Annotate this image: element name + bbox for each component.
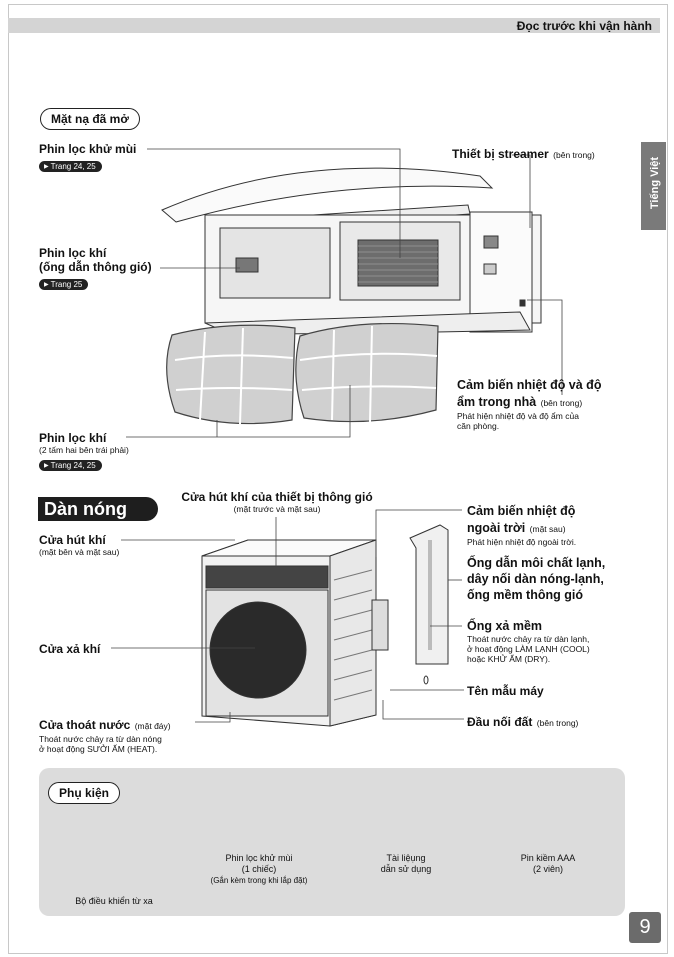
deodorizing-filter-callout: Phin lọc khử mùi Trang 24, 25 [39, 142, 136, 174]
drain-outlet-label: Cửa thoát nước [39, 718, 131, 732]
air-inlet-callout: Cửa hút khí (mặt bên và mặt sau) [39, 533, 119, 557]
header-title: Đọc trước khi vận hành [516, 19, 652, 33]
indoor-sensor-label-2: ẩm trong nhà [457, 395, 537, 409]
language-tab[interactable]: Tiếng Việt [641, 142, 666, 230]
remote-caption: Bộ điều khiển từ xa [75, 896, 153, 906]
outdoor-section-label: Dàn nóng [38, 497, 158, 521]
drain-outlet-desc-2: ở hoạt động SƯỞI ẤM (HEAT). [39, 744, 158, 754]
outdoor-unit-illustration [201, 539, 389, 727]
leader-lines [111, 148, 563, 723]
indoor-sensor-desc-2: căn phòng. [457, 421, 500, 431]
streamer-label: Thiết bị streamer [452, 147, 549, 161]
air-outlet-label: Cửa xả khí [39, 642, 101, 656]
ground-callout: Đầu nối đất (bên trong) [467, 713, 578, 731]
indoor-sensor-desc-1: Phát hiện nhiệt độ và độ ẩm của [457, 411, 579, 421]
ground-label: Đầu nối đất [467, 715, 533, 729]
vent-intake-callout: Cửa hút khí của thiết bị thông gió (mặt … [172, 490, 382, 514]
drain-hose-desc-3: hoặc KHỬ ẨM (DRY). [467, 654, 551, 664]
piping-callout: Ống dẫn môi chất lạnh, dây nối dàn nóng-… [467, 555, 657, 603]
ground-note: (bên trong) [536, 718, 579, 728]
outdoor-sensor-desc: Phát hiện nhiệt độ ngoài trời. [467, 537, 577, 547]
outdoor-sensor-note: (mặt sau) [529, 524, 566, 534]
indoor-sensor-label-1: Cảm biến nhiệt độ và độ [457, 378, 602, 392]
air-filter-note: (2 tấm hai bên trái phải) [39, 445, 129, 455]
drain-hose-label: Ống xả mềm [467, 619, 543, 633]
deo-filter-line-2: (1 chiếc) [241, 864, 277, 874]
vent-intake-label: Cửa hút khí của thiết bị thông gió [181, 490, 373, 504]
battery-line-2: (2 viên) [532, 864, 563, 874]
outdoor-sensor-callout: Cảm biến nhiệt độ ngoài trời (mặt sau) P… [467, 503, 647, 547]
drain-hose-desc-2: ở hoạt động LÀM LẠNH (COOL) [467, 644, 590, 654]
accessories-section-label: Phụ kiện [48, 782, 121, 804]
battery-line-1: Pin kiềm AAA [520, 853, 576, 863]
drain-hose-callout: Ống xả mềm Thoát nước chảy ra từ dàn lạn… [467, 618, 657, 664]
battery-caption: Pin kiềm AAA (2 viên) [498, 853, 598, 875]
piping-line-3: ống mềm thông gió [467, 588, 583, 602]
outdoor-sensor-label-2: ngoài trời [467, 521, 526, 535]
air-filter-callout: Phin lọc khí (2 tấm hai bên trái phải) T… [39, 431, 129, 473]
indoor-unit-illustration [161, 167, 542, 335]
air-filter-illustration [166, 322, 439, 425]
streamer-note: (bên trong) [553, 150, 595, 160]
drain-hose-desc-1: Thoát nước chảy ra từ dàn lạnh, [467, 634, 590, 644]
deodorizing-filter-label: Phin lọc khử mùi [39, 142, 137, 156]
deodorizing-filter-page-ref[interactable]: Trang 24, 25 [39, 161, 102, 172]
drain-outlet-desc-1: Thoát nước chảy ra từ dàn nóng [39, 734, 162, 744]
drain-outlet-note: (mặt đáy) [134, 721, 171, 731]
manual-caption: Tài liệụng dẫn sử dụng [356, 853, 456, 875]
vent-filter-callout: Phin lọc khí (ống dẫn thông gió) Trang 2… [39, 246, 152, 292]
vent-intake-note: (mặt trước và mặt sau) [233, 504, 321, 514]
piping-line-1: Ống dẫn môi chất lạnh, [467, 556, 606, 570]
vent-filter-page-ref[interactable]: Trang 25 [39, 279, 89, 290]
manual-line-1: Tài liệụng [386, 853, 426, 863]
manual-line-2: dẫn sử dụng [380, 864, 432, 874]
deo-filter-caption: Phin lọc khử mùi (1 chiếc) (Gắn kèm tron… [186, 853, 332, 886]
vent-filter-label-2: (ống dẫn thông gió) [39, 260, 152, 274]
air-filter-page-ref[interactable]: Trang 24, 25 [39, 460, 102, 471]
indoor-section-label: Mặt nạ đã mở [40, 108, 140, 130]
indoor-sensor-note: (bên trong) [540, 398, 583, 408]
accessories-panel [39, 768, 625, 916]
deo-filter-line-3: (Gắn kèm trong khi lắp đặt) [210, 876, 308, 885]
outdoor-sensor-label-1: Cảm biến nhiệt độ [467, 504, 576, 518]
page-number: 9 [629, 912, 661, 943]
indoor-sensor-callout: Cảm biến nhiệt độ và độ ẩm trong nhà (bê… [457, 377, 647, 431]
header-bar [8, 18, 660, 33]
vent-filter-label-1: Phin lọc khí [39, 246, 107, 260]
model-name-label: Tên mẫu máy [467, 684, 544, 698]
streamer-callout: Thiết bị streamer (bên trong) [452, 145, 595, 163]
piping-line-2: dây nối dàn nóng-lạnh, [467, 572, 604, 586]
drain-outlet-callout: Cửa thoát nước (mặt đáy) Thoát nước chảy… [39, 716, 171, 754]
air-inlet-label: Cửa hút khí [39, 533, 106, 547]
air-filter-label: Phin lọc khí [39, 431, 107, 445]
deo-filter-line-1: Phin lọc khử mùi [225, 853, 293, 863]
air-inlet-note: (mặt bên và mặt sau) [39, 547, 120, 557]
pipes-illustration [409, 524, 449, 685]
